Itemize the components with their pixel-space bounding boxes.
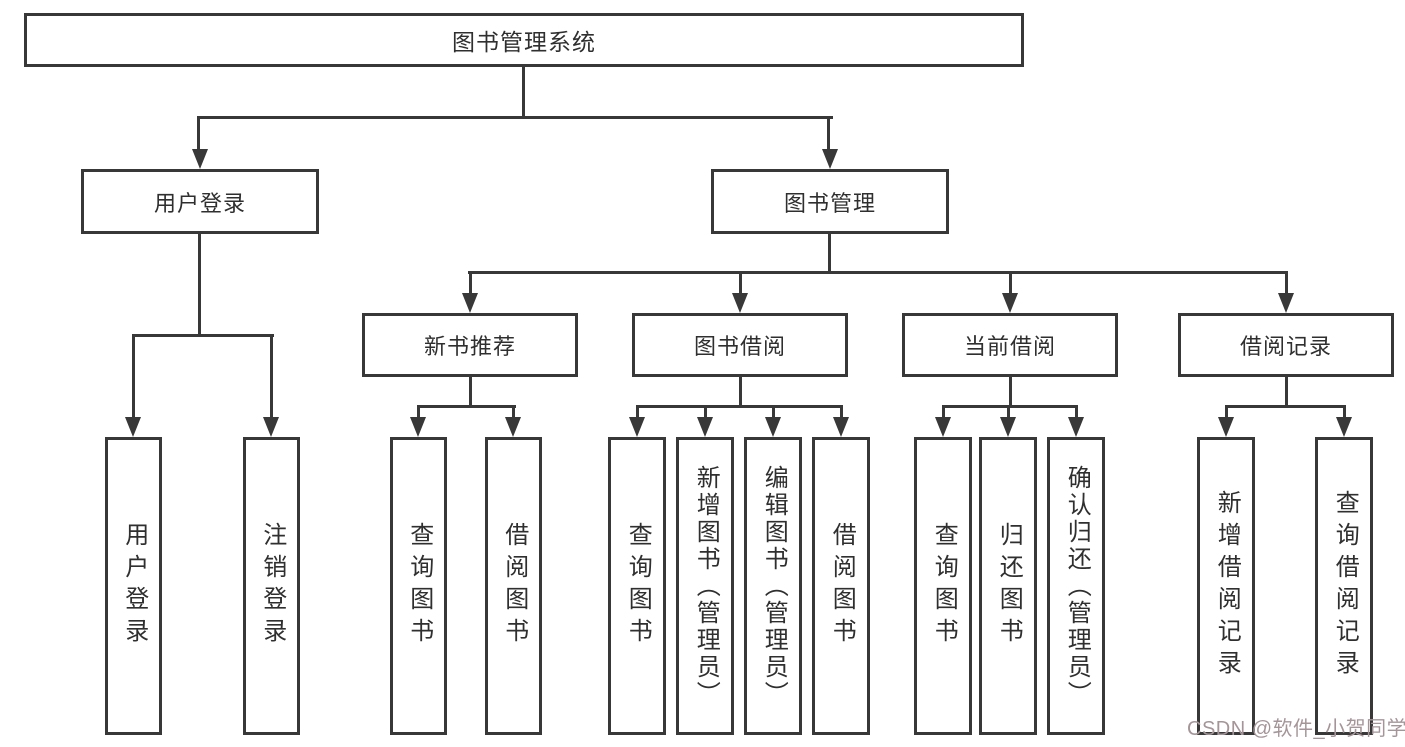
connector-line — [1009, 375, 1012, 408]
connector-line — [1343, 405, 1346, 421]
node-label: 查询图书 — [930, 522, 958, 650]
arrow-down-icon — [462, 293, 478, 313]
connector-line — [828, 234, 831, 274]
connector-line — [468, 271, 1288, 274]
node-leaf-query-books-2: 查询图书 — [608, 437, 666, 735]
connector-line — [942, 405, 945, 421]
node-leaf-logout: 注销登录 — [243, 437, 300, 735]
node-leaf-borrow-books-1: 借阅图书 — [485, 437, 542, 735]
arrow-down-icon — [1002, 293, 1018, 313]
connector-line — [827, 116, 830, 152]
node-label: 新增图书（管理员） — [692, 464, 720, 708]
arrow-down-icon — [935, 417, 951, 437]
node-label: 新增借阅记录 — [1213, 490, 1241, 682]
connector-line — [1009, 271, 1012, 297]
arrow-down-icon — [263, 417, 279, 437]
watermark: CSDN @软件_小贺同学 — [1187, 718, 1405, 740]
connector-line — [132, 334, 274, 337]
connector-line — [469, 271, 472, 297]
arrow-down-icon — [765, 417, 781, 437]
connector-line — [132, 334, 135, 418]
connector-line — [417, 405, 516, 408]
node-label: 归还图书 — [995, 522, 1023, 650]
node-label: 图书管理系统 — [452, 29, 596, 55]
node-label: 查询借阅记录 — [1331, 490, 1359, 682]
connector-line — [1225, 405, 1345, 408]
node-label: 当前借阅 — [963, 334, 1056, 359]
connector-line — [772, 405, 775, 421]
node-label: 借阅记录 — [1239, 334, 1332, 359]
node-label: 编辑图书（管理员） — [760, 464, 788, 708]
node-leaf-query-books-1: 查询图书 — [390, 437, 447, 735]
connector-line — [512, 405, 515, 421]
node-label: 借阅图书 — [828, 522, 856, 650]
node-label: 用户登录 — [120, 522, 148, 650]
node-leaf-borrow-books-2: 借阅图书 — [812, 437, 870, 735]
node-leaf-confirm-return-admin: 确认归还（管理员） — [1047, 437, 1105, 735]
arrow-down-icon — [192, 149, 208, 169]
arrow-down-icon — [1278, 293, 1294, 313]
connector-line — [198, 234, 201, 337]
node-leaf-return-books: 归还图书 — [979, 437, 1037, 735]
arrow-down-icon — [505, 417, 521, 437]
arrow-down-icon — [629, 417, 645, 437]
node-label: 确认归还（管理员） — [1063, 464, 1091, 708]
connector-line — [197, 116, 833, 119]
node-label: 借阅图书 — [500, 522, 528, 650]
arrow-down-icon — [697, 417, 713, 437]
node-label: 新书推荐 — [423, 334, 516, 359]
node-leaf-add-books-admin: 新增图书（管理员） — [676, 437, 734, 735]
arrow-down-icon — [822, 149, 838, 169]
connector-line — [636, 405, 639, 421]
connector-line — [739, 375, 742, 408]
node-leaf-query-borrow-record: 查询借阅记录 — [1315, 437, 1373, 735]
arrow-down-icon — [1218, 417, 1234, 437]
connector-line — [1007, 405, 1010, 421]
connector-line — [270, 334, 273, 418]
node-label: 图书借阅 — [693, 334, 786, 359]
connector-line — [840, 405, 843, 421]
node-user-login: 用户登录 — [81, 169, 319, 234]
node-borrow-records: 借阅记录 — [1178, 313, 1394, 377]
arrow-down-icon — [410, 417, 426, 437]
arrow-down-icon — [732, 293, 748, 313]
node-book-borrow: 图书借阅 — [632, 313, 848, 377]
node-label: 查询图书 — [624, 522, 652, 650]
node-current-borrow: 当前借阅 — [902, 313, 1118, 377]
node-library-management-system: 图书管理系统 — [24, 13, 1024, 67]
node-label: 图书管理 — [783, 190, 876, 216]
node-new-book-recommend: 新书推荐 — [362, 313, 578, 377]
node-leaf-edit-books-admin: 编辑图书（管理员） — [744, 437, 802, 735]
arrow-down-icon — [125, 417, 141, 437]
connector-line — [1075, 405, 1078, 421]
arrow-down-icon — [1068, 417, 1084, 437]
connector-line — [469, 375, 472, 408]
node-leaf-user-login: 用户登录 — [105, 437, 162, 735]
arrow-down-icon — [1000, 417, 1016, 437]
node-book-management: 图书管理 — [711, 169, 949, 234]
node-label: 用户登录 — [153, 190, 246, 216]
connector-line — [1285, 375, 1288, 408]
node-label: 查询图书 — [405, 522, 433, 650]
node-leaf-query-books-3: 查询图书 — [914, 437, 972, 735]
node-leaf-add-borrow-record: 新增借阅记录 — [1197, 437, 1255, 735]
connector-line — [739, 271, 742, 297]
connector-line — [1225, 405, 1228, 421]
connector-line — [636, 405, 842, 408]
arrow-down-icon — [1336, 417, 1352, 437]
connector-line — [704, 405, 707, 421]
connector-line — [197, 116, 200, 152]
node-label: 注销登录 — [258, 522, 286, 650]
connector-line — [522, 67, 525, 119]
connector-line — [417, 405, 420, 421]
connector-line — [1285, 271, 1288, 297]
arrow-down-icon — [833, 417, 849, 437]
